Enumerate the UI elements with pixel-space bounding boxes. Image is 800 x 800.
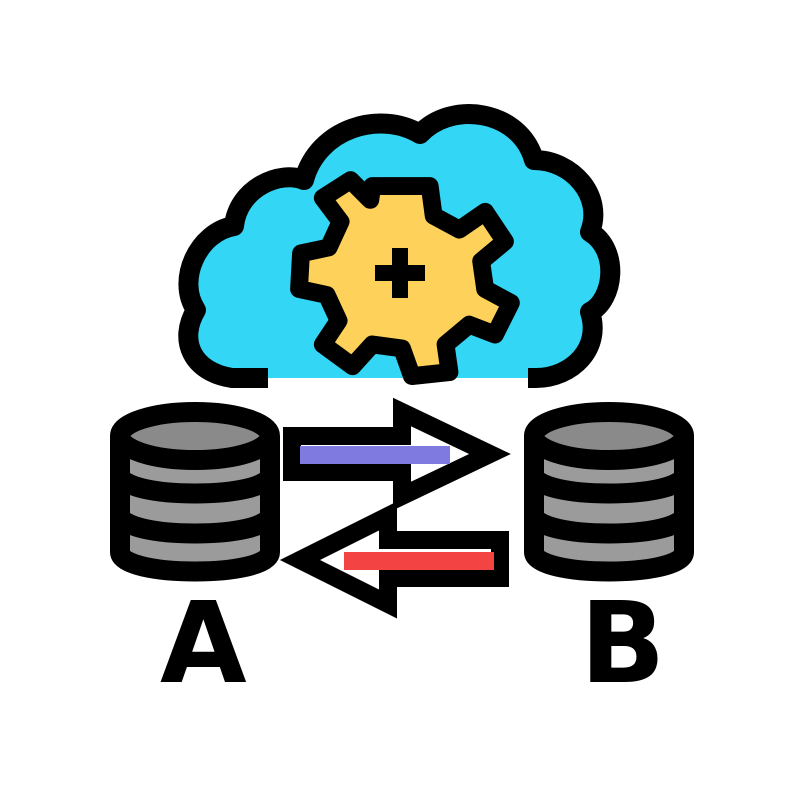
- database-a-label: A: [160, 579, 247, 709]
- database-b-icon: [524, 402, 694, 582]
- database-b-label: B: [580, 579, 666, 709]
- arrow-left-icon: [279, 501, 509, 619]
- gear-plus-icon: [290, 171, 520, 386]
- arrow-right-icon: [283, 397, 511, 511]
- database-a-icon: [110, 402, 280, 582]
